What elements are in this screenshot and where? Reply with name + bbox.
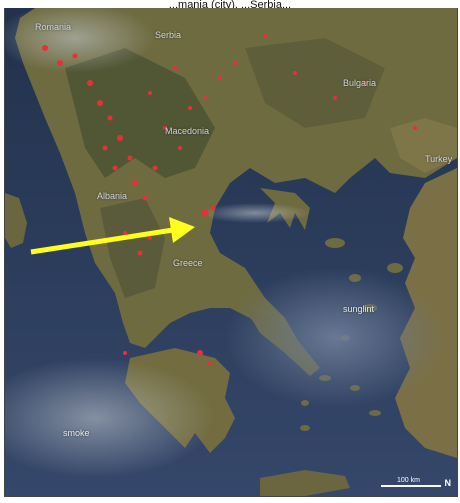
fire-icon [42, 34, 417, 365]
arrow-icon [30, 217, 195, 255]
smoke-clouds-north [5, 8, 155, 73]
satellite-map: Serbia Bulgaria Macedonia Albania Greece… [4, 8, 458, 497]
label-sunglint: sunglint [343, 304, 375, 314]
label-bulgaria: Bulgaria [343, 78, 377, 88]
north-arrow-icon: N [444, 478, 452, 488]
label-serbia: Serbia [155, 30, 182, 40]
map-svg [5, 8, 457, 496]
scale-bar: 100 km N [381, 476, 451, 490]
mountains-pindus [100, 198, 165, 298]
scale-bar-line [381, 485, 441, 487]
mountains-bulgaria [245, 38, 385, 128]
corfu [5, 193, 27, 248]
scale-bar-text: 100 km [397, 477, 420, 484]
mountains-north [65, 48, 215, 178]
sunglint-area [225, 268, 445, 408]
crete [260, 470, 350, 496]
thrace [390, 118, 457, 173]
smoke-plume-main [200, 203, 310, 223]
label-romania: Romania [35, 22, 72, 32]
label-smoke: smoke [63, 428, 90, 438]
caption-text: ...mania (city), ...Serbia... [168, 0, 292, 10]
smoke-plume-west [5, 358, 215, 478]
label-greece: Greece [173, 258, 203, 268]
label-macedonia: Macedonia [165, 126, 210, 136]
label-albania: Albania [97, 191, 128, 201]
label-turkey: Turkey [425, 154, 453, 164]
